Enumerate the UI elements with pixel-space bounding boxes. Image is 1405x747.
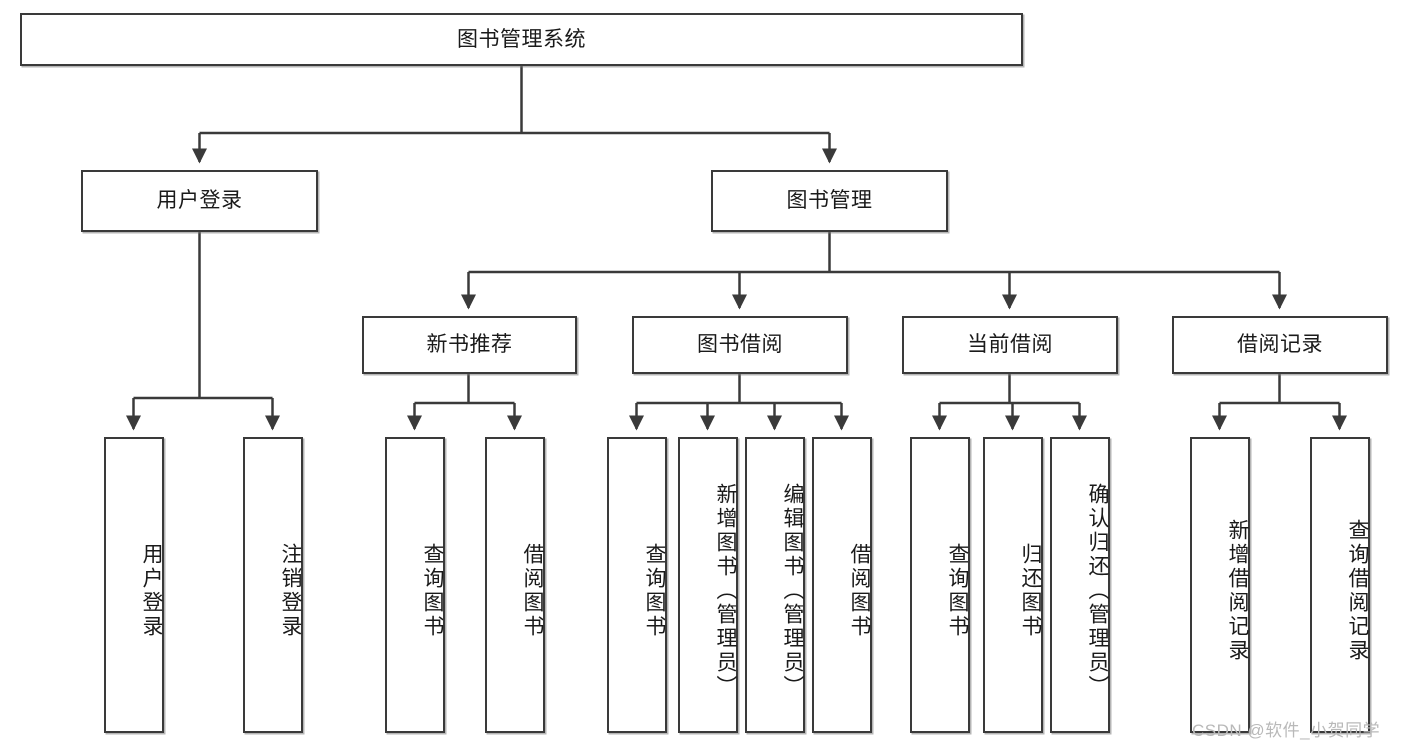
- node-leaf-borrow-book-1[interactable]: 借阅图书: [485, 437, 545, 733]
- node-root-label: 图书管理系统: [457, 27, 586, 51]
- node-leaf-user-logout[interactable]: 注销登录: [243, 437, 303, 733]
- node-borrow-record[interactable]: 借阅记录: [1172, 316, 1388, 374]
- node-book-borrow-label: 图书借阅: [697, 333, 783, 357]
- node-user-login[interactable]: 用户登录: [81, 170, 318, 232]
- node-leaf-query-book-2[interactable]: 查询图书: [607, 437, 667, 733]
- node-current-borrow[interactable]: 当前借阅: [902, 316, 1118, 374]
- node-leaf-user-login-label: 用户登录: [140, 543, 163, 639]
- node-current-borrow-label: 当前借阅: [967, 333, 1053, 357]
- node-leaf-return-book-label: 归还图书: [1019, 543, 1042, 639]
- node-leaf-query-record[interactable]: 查询借阅记录: [1310, 437, 1370, 733]
- node-leaf-query-record-label: 查询借阅记录: [1346, 519, 1369, 663]
- node-leaf-query-book-1-label: 查询图书: [421, 543, 444, 639]
- node-leaf-borrow-book-1-label: 借阅图书: [521, 543, 544, 639]
- node-user-login-label: 用户登录: [156, 189, 243, 213]
- watermark-text: CSDN @软件_小贺同学: [1192, 721, 1381, 740]
- node-leaf-confirm-return[interactable]: 确认归还（管理员）: [1050, 437, 1110, 733]
- node-leaf-confirm-return-label: 确认归还（管理员）: [1086, 483, 1109, 699]
- node-book-borrow[interactable]: 图书借阅: [632, 316, 848, 374]
- node-leaf-add-book[interactable]: 新增图书（管理员）: [678, 437, 738, 733]
- node-root[interactable]: 图书管理系统: [20, 13, 1023, 66]
- node-leaf-return-book[interactable]: 归还图书: [983, 437, 1043, 733]
- node-leaf-borrow-book-2[interactable]: 借阅图书: [812, 437, 872, 733]
- node-leaf-user-logout-label: 注销登录: [279, 543, 302, 639]
- node-leaf-add-book-label: 新增图书（管理员）: [714, 483, 737, 699]
- node-new-book-rec-label: 新书推荐: [426, 333, 513, 357]
- node-leaf-edit-book-label: 编辑图书（管理员）: [781, 483, 804, 699]
- node-book-manage[interactable]: 图书管理: [711, 170, 948, 232]
- node-leaf-borrow-book-2-label: 借阅图书: [848, 543, 871, 639]
- node-leaf-query-book-2-label: 查询图书: [643, 543, 666, 639]
- node-leaf-add-record[interactable]: 新增借阅记录: [1190, 437, 1250, 733]
- node-leaf-edit-book[interactable]: 编辑图书（管理员）: [745, 437, 805, 733]
- node-leaf-query-book-1[interactable]: 查询图书: [385, 437, 445, 733]
- node-leaf-query-book-3-label: 查询图书: [946, 543, 969, 639]
- node-new-book-rec[interactable]: 新书推荐: [362, 316, 577, 374]
- node-leaf-add-record-label: 新增借阅记录: [1226, 519, 1249, 663]
- node-leaf-query-book-3[interactable]: 查询图书: [910, 437, 970, 733]
- node-book-manage-label: 图书管理: [786, 189, 873, 213]
- node-borrow-record-label: 借阅记录: [1237, 333, 1323, 357]
- node-leaf-user-login[interactable]: 用户登录: [104, 437, 164, 733]
